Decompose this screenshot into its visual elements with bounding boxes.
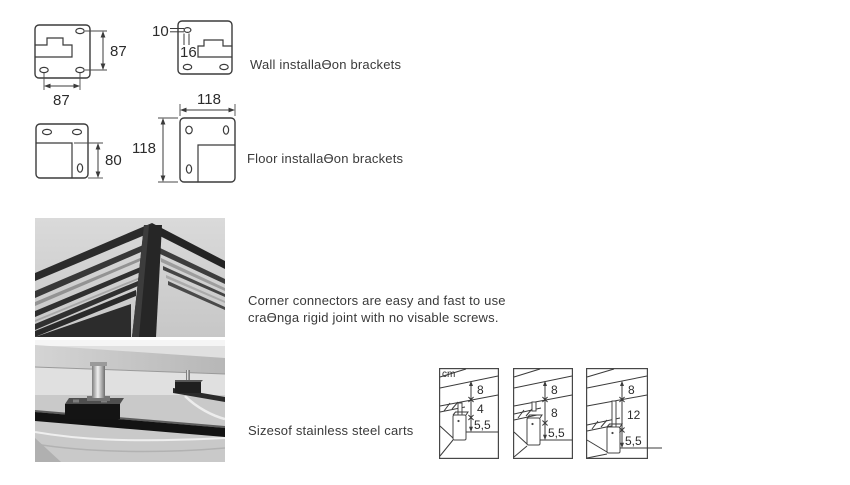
dim-label-floor-height2: 118 xyxy=(132,140,156,157)
corner-connectors-line1: Corner connectors are easy and fast to u… xyxy=(248,293,506,308)
cart-sizes-label: Sizesof stainless steel carts xyxy=(248,423,414,438)
dim-label-floor-height: 80 xyxy=(105,152,122,169)
dim-label-top: 8 xyxy=(477,383,484,397)
dim-label-floor-width: 118 xyxy=(197,92,221,108)
dim-label-hole: 10 xyxy=(152,23,169,40)
dim-label-mid: 8 xyxy=(551,406,558,420)
cart-diagram-2: 8 8 5,5 xyxy=(513,368,573,460)
dim-label-mid: 4 xyxy=(477,402,484,416)
dim-label-top: 8 xyxy=(628,383,635,397)
wall-bracket-left-diagram: 87 87 xyxy=(34,24,127,109)
floor-bracket-right-diagram: 118 118 xyxy=(132,92,236,183)
floor-bracket-left-diagram: 80 xyxy=(35,123,122,179)
unit-label: cm xyxy=(442,369,455,380)
dim-label-bottom: 5,5 xyxy=(625,434,642,448)
floor-brackets-label: Floor installaƟon brackets xyxy=(247,151,404,166)
dim-label-top: 8 xyxy=(551,383,558,397)
dim-label-mid: 12 xyxy=(627,408,641,422)
cart-diagram-3: 8 12 5,5 xyxy=(586,368,662,460)
dim-label-offset: 16 xyxy=(180,44,197,61)
cart-diagram-1: cm 8 4 5,5 xyxy=(439,368,499,460)
cart-photo xyxy=(35,340,225,462)
dim-label-wall-height: 87 xyxy=(110,43,127,60)
dim-label-bottom: 5,5 xyxy=(474,418,491,432)
wall-bracket-right-diagram: 10 16 xyxy=(152,20,233,75)
corner-connector-photo xyxy=(35,218,225,337)
corner-connectors-line2: craƟnga rigid joint with no visable scre… xyxy=(248,310,499,325)
corner-connectors-text: Corner connectors are easy and fast to u… xyxy=(248,292,506,326)
dim-label-bottom: 5,5 xyxy=(548,426,565,440)
dim-label-wall-width: 87 xyxy=(53,92,70,109)
wall-brackets-label: Wall installaƟon brackets xyxy=(250,57,402,72)
